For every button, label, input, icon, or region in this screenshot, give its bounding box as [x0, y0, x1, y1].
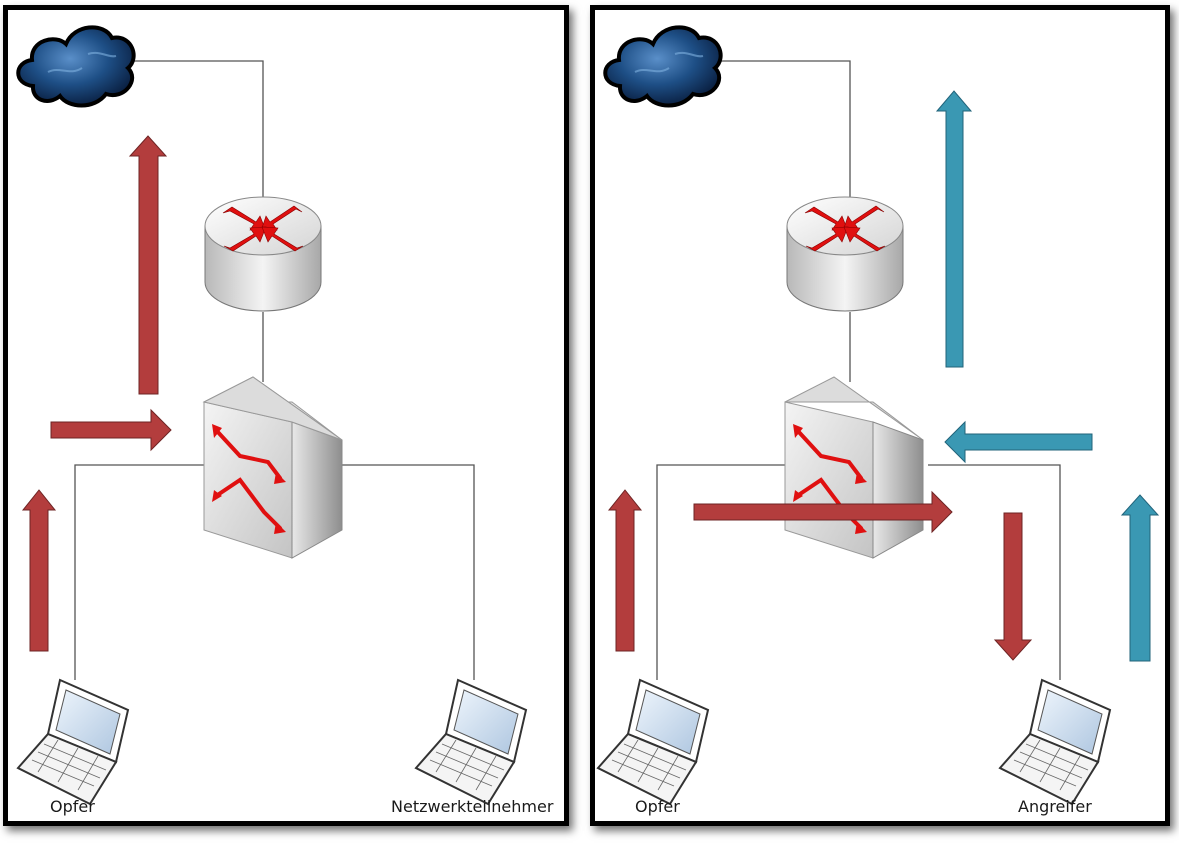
switch-icon	[784, 376, 924, 559]
network-cables	[74, 60, 475, 680]
victim-label: Opfer	[635, 797, 680, 816]
laptop-icon	[998, 678, 1112, 806]
attacker-label: Angreifer	[1018, 797, 1092, 816]
attacker-arrow-up-icon	[1120, 494, 1160, 662]
traffic-arrow-up-icon	[21, 489, 57, 652]
router-icon	[204, 196, 322, 312]
network-cables	[656, 60, 1061, 680]
traffic-arrow-right-icon	[50, 408, 172, 452]
attacker-arrow-left-icon	[944, 420, 1093, 464]
traffic-arrow-down-icon	[993, 512, 1033, 661]
cloud-icon	[603, 25, 723, 108]
attacker-arrow-up-icon	[935, 90, 973, 368]
victim-label: Opfer	[50, 797, 95, 816]
traffic-arrow-right-icon	[693, 490, 953, 534]
diagram-panel-attack: Opfer Angreifer	[590, 5, 1170, 826]
switch-icon	[202, 376, 343, 559]
peer-label: Netzwerkteilnehmer	[391, 797, 554, 816]
cloud-icon	[16, 25, 136, 108]
traffic-arrow-up-icon	[128, 135, 168, 395]
diagram-panel-normal: Opfer Netzwerkteilnehmer	[3, 5, 569, 826]
laptop-icon	[596, 678, 710, 806]
laptop-icon	[414, 678, 528, 806]
traffic-arrow-up-icon	[607, 489, 643, 652]
router-icon	[786, 196, 904, 312]
laptop-icon	[16, 678, 130, 806]
